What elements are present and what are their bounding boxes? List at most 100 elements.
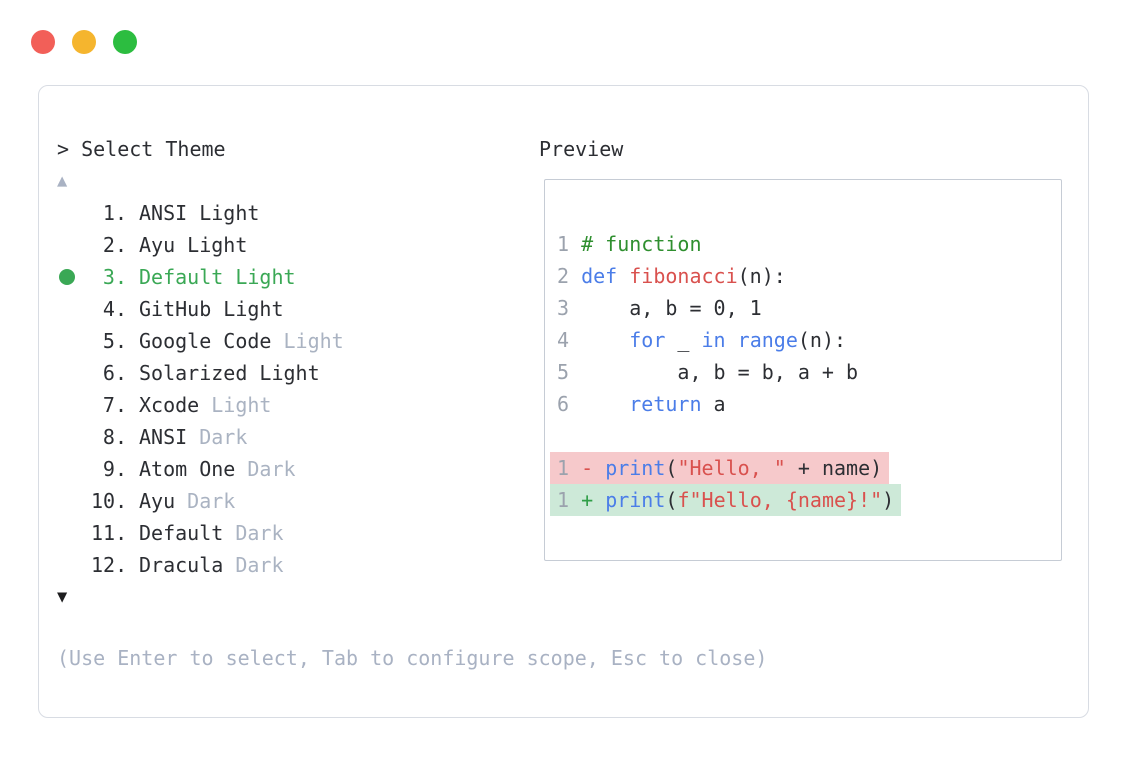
code-line: 1 # function — [557, 228, 1061, 260]
theme-item[interactable]: 9. Atom One Dark — [57, 453, 344, 485]
theme-item-label: Solarized Light — [139, 361, 320, 385]
code-segment-plus: + — [581, 488, 606, 512]
code-segment-str: f"Hello, {name}!" — [677, 488, 883, 512]
code-segment-plain — [581, 328, 629, 352]
scroll-up-icon[interactable]: ▲ — [57, 171, 68, 191]
theme-item-number: 9. — [102, 457, 127, 481]
code-segment-kw: print — [605, 488, 666, 512]
code-segment-plain: _ — [665, 328, 702, 352]
theme-item-label: Atom One Dark — [139, 457, 296, 481]
close-button[interactable] — [31, 30, 55, 54]
theme-item[interactable]: 6. Solarized Light — [57, 357, 344, 389]
diff-added-line: 1 + print(f"Hello, {name}!") — [550, 484, 902, 516]
theme-item-suffix: Light — [211, 393, 272, 417]
theme-item-suffix: Light — [283, 329, 344, 353]
theme-item-suffix: Dark — [199, 425, 248, 449]
code-segment-plain — [726, 328, 738, 352]
theme-item-suffix: Dark — [235, 553, 284, 577]
theme-item-number: 11. — [91, 521, 128, 545]
theme-item-number: 10. — [91, 489, 128, 513]
theme-item[interactable]: 8. ANSI Dark — [57, 421, 344, 453]
theme-item-label: Default Light — [139, 265, 296, 289]
theme-item-number: 8. — [102, 425, 127, 449]
code-segment-plain: a, b = 0, 1 — [581, 296, 762, 320]
theme-item[interactable]: 4. GitHub Light — [57, 293, 344, 325]
theme-item-label: Default Dark — [139, 521, 284, 545]
theme-item[interactable]: 10. Ayu Dark — [57, 485, 344, 517]
code-line: 6 return a — [557, 388, 1061, 420]
theme-item[interactable]: 12. Dracula Dark — [57, 549, 344, 581]
theme-item-label: Google Code Light — [139, 329, 344, 353]
theme-item-suffix: Light — [199, 201, 260, 225]
theme-item-label: Ayu Light — [139, 233, 248, 257]
code-segment-plain — [581, 392, 629, 416]
code-line — [557, 420, 1061, 452]
code-segment-kw: for — [629, 328, 666, 352]
diff-removed-line: 1 - print("Hello, " + name) — [550, 452, 890, 484]
code-line: 4 for _ in range(n): — [557, 324, 1061, 356]
code-segment-kw: print — [605, 456, 666, 480]
theme-picker-panel: > Select Theme ▲ 1. ANSI Light 2. Ayu Light… — [38, 85, 1089, 718]
theme-item[interactable]: 7. Xcode Light — [57, 389, 344, 421]
code-segment-plain: ) — [882, 488, 895, 512]
code-segment-minus: - — [581, 456, 606, 480]
code-segment-comment: # function — [581, 232, 702, 256]
theme-item-number: 6. — [102, 361, 127, 385]
theme-item[interactable]: 11. Default Dark — [57, 517, 344, 549]
zoom-button[interactable] — [113, 30, 137, 54]
theme-item-label: ANSI Light — [139, 201, 260, 225]
theme-item-label: GitHub Light — [139, 297, 284, 321]
code-line: 3 a, b = 0, 1 — [557, 292, 1061, 324]
code-segment-plain: + name) — [785, 456, 883, 480]
code-segment-kw: return — [629, 392, 702, 416]
theme-item-number: 1. — [102, 201, 127, 225]
theme-item-suffix: Light — [235, 265, 296, 289]
theme-item-number: 7. — [102, 393, 127, 417]
theme-item[interactable]: 5.Google Code Light — [57, 325, 344, 357]
code-segment-fn: fibonacci — [629, 264, 738, 288]
code-segment-plain — [617, 264, 629, 288]
preview-title: Preview — [539, 137, 624, 161]
code-segment-plain: ( — [665, 488, 678, 512]
theme-item[interactable]: 1. ANSI Light — [57, 197, 344, 229]
code-segment-num: 1 — [557, 456, 582, 480]
code-segment-str: "Hello, " — [677, 456, 786, 480]
selected-dot-icon — [59, 269, 75, 285]
theme-item-label: Dracula Dark — [139, 553, 284, 577]
theme-item-suffix: Light — [259, 361, 320, 385]
code-segment-num: 6 — [557, 392, 582, 416]
theme-item-suffix: Dark — [247, 457, 296, 481]
theme-item-number: 3. — [102, 265, 127, 289]
theme-item-number: 4. — [102, 297, 127, 321]
code-segment-num: 1 — [557, 488, 582, 512]
code-line: 2 def fibonacci(n): — [557, 260, 1061, 292]
window-controls — [31, 30, 137, 54]
theme-item-suffix: Dark — [187, 489, 236, 513]
code-segment-plain: (n): — [797, 328, 847, 352]
code-segment-num: 5 — [557, 360, 582, 384]
keyboard-hint: (Use Enter to select, Tab to configure s… — [57, 646, 768, 670]
minimize-button[interactable] — [72, 30, 96, 54]
code-segment-plain: a, b = b, a + b — [581, 360, 859, 384]
code-segment-num: 2 — [557, 264, 582, 288]
theme-item-number: 2. — [102, 233, 127, 257]
theme-item-label: Xcode Light — [139, 393, 272, 417]
theme-list-column: > Select Theme ▲ 1. ANSI Light 2. Ayu Light… — [57, 133, 344, 613]
code-segment-num: 4 — [557, 328, 582, 352]
theme-item-suffix: Dark — [235, 521, 284, 545]
code-line: 5 a, b = b, a + b — [557, 356, 1061, 388]
select-theme-prompt: > Select Theme — [57, 137, 226, 161]
theme-item-label: ANSI Dark — [139, 425, 248, 449]
theme-item[interactable]: 3. Default Light — [57, 261, 344, 293]
theme-item-suffix: Light — [187, 233, 248, 257]
theme-item[interactable]: 2. Ayu Light — [57, 229, 344, 261]
theme-item-number: 12. — [91, 553, 128, 577]
code-line: 1 + print(f"Hello, {name}!") — [550, 484, 1061, 516]
theme-list: 1. ANSI Light 2. Ayu Light 3. Default Light 4.… — [57, 197, 344, 581]
theme-item-label: Ayu Dark — [139, 489, 236, 513]
selected-dot-icon — [57, 269, 91, 285]
code-segment-plain: a — [701, 392, 726, 416]
scroll-down-icon[interactable]: ▼ — [57, 587, 68, 607]
